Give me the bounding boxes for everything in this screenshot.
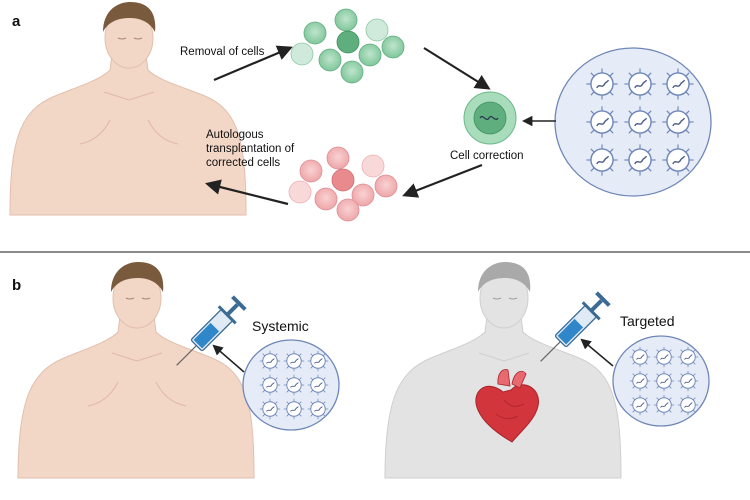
cell-icon [334,8,358,32]
viral-vector-icon [677,346,699,368]
viral-vector-icon [623,143,657,177]
viral-vector-icon [629,394,651,416]
viral-vector-icon [307,398,329,420]
viral-vector-icon [307,350,329,372]
viral-vector-icon [653,394,675,416]
viral-vector-icon [629,370,651,392]
viral-vector-icon [585,143,619,177]
viral-vector-icon [661,143,695,177]
viral-vector-icon [623,105,657,139]
viral-vector-icon [307,374,329,396]
cell-icon [374,174,398,198]
cell-icon [303,21,327,45]
syringe-icon [176,295,247,366]
vector-delivery-arrow [580,338,614,367]
transplant-label-line2: transplantation of [206,143,295,155]
cell-correction-icon [463,91,517,145]
removal-label: Removal of cells [180,46,265,58]
vector-delivery-arrow [212,344,245,373]
corrected-cells-cluster [288,146,398,222]
viral-vector-pool [612,335,710,427]
cell-icon [318,48,342,72]
viral-vector-icon [259,374,281,396]
viral-vector-pool [554,47,712,197]
correction-label: Cell correction [450,150,524,162]
targeted-label: Targeted [620,313,674,329]
transplant-label-line3: corrected cells [206,157,280,169]
to-correction-arrow [423,47,491,90]
viral-vector-icon [283,398,305,420]
cell-icon [365,18,389,42]
panel-b-letter: b [12,277,21,294]
viral-vector-icon [629,346,651,368]
cell-icon [331,168,355,192]
cell-icon [288,180,312,204]
transplant-label: Autologous transplantation of corrected … [206,129,297,169]
transplant-label-line1: Autologous [206,129,264,141]
viral-vector-icon [283,350,305,372]
cell-icon [336,30,360,54]
cell-icon [299,159,323,183]
cell-icon [358,43,382,67]
cell-icon [314,187,338,211]
viral-vector-icon [653,370,675,392]
to-corrected-cells-arrow [402,163,483,198]
removed-cells-cluster [290,8,405,84]
heart-icon [475,369,539,443]
viral-vector-icon [259,398,281,420]
viral-vector-icon [259,350,281,372]
viral-vector-icon [585,105,619,139]
transplant-arrow [205,179,289,206]
removal-arrow [213,45,293,82]
cell-icon [351,183,375,207]
cell-icon [381,35,405,59]
cell-icon [340,60,364,84]
viral-vector-icon [677,394,699,416]
viral-vector-icon [623,67,657,101]
viral-vector-icon [661,67,695,101]
syringe-icon [540,291,611,362]
panel-a-letter: a [12,13,21,30]
viral-vector-pool [242,339,340,431]
cell-icon [290,42,314,66]
viral-vector-icon [585,67,619,101]
systemic-label: Systemic [252,318,309,334]
human-torso-icon [9,2,247,216]
viral-vector-icon [283,374,305,396]
viral-vector-icon [653,346,675,368]
human-torso-icon [17,262,255,479]
cell-icon [336,198,360,222]
viral-vector-icon [661,105,695,139]
cell-icon [361,154,385,178]
cell-icon [326,146,350,170]
viral-vector-icon [677,370,699,392]
